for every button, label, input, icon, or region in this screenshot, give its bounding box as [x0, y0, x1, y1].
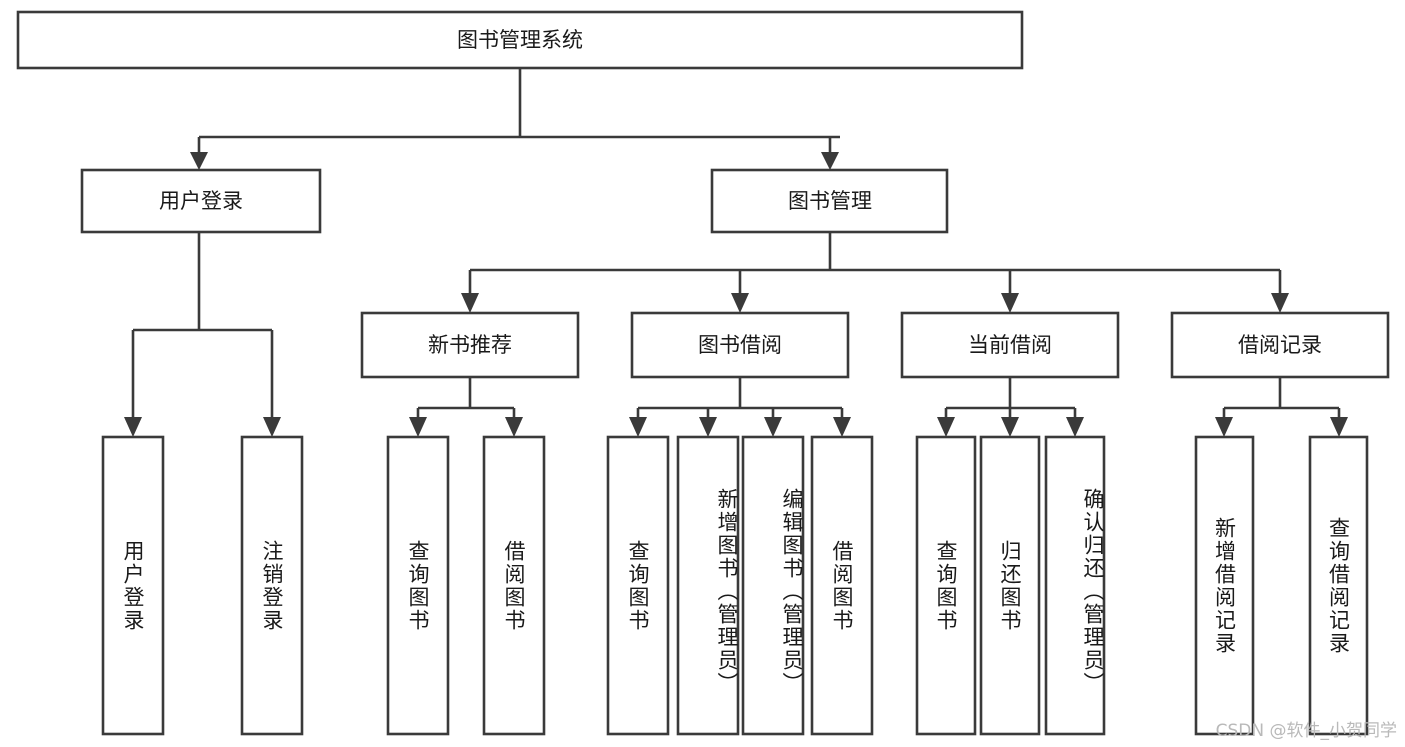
arrow-head-current-borrow-leaf-1 — [937, 417, 955, 437]
connector-group — [124, 68, 1348, 437]
arrow-head-current-borrow-leaf-2 — [1001, 417, 1019, 437]
arrow-head-user-login — [190, 152, 208, 170]
arrow-head-book-borrow-leaf-2 — [699, 417, 717, 437]
arrow-head-level3-3 — [1001, 293, 1019, 313]
node-label-new-book: 新书推荐 — [428, 333, 512, 357]
node-label-borrow-record: 借阅记录 — [1238, 333, 1322, 357]
arrow-head-user-login-leaf-1 — [124, 417, 142, 437]
node-box-leaf-user-login-2[interactable] — [240, 435, 304, 736]
watermark-text: CSDN @软件_小贺同学 — [1215, 721, 1397, 741]
node-box-group — [16, 10, 1390, 736]
node-box-leaf-book-borrow-4[interactable] — [810, 435, 874, 736]
node-box-book-borrow[interactable] — [630, 311, 850, 379]
arrow-head-user-login-leaf-2 — [263, 417, 281, 437]
arrow-head-borrow-record-leaf-2 — [1330, 417, 1348, 437]
node-label-user-login: 用户登录 — [159, 189, 243, 213]
node-box-leaf-current-borrow-1[interactable] — [915, 435, 977, 736]
node-box-current-borrow[interactable] — [900, 311, 1120, 379]
node-box-leaf-book-borrow-1[interactable] — [606, 435, 670, 736]
arrow-head-new-book-leaf-2 — [505, 417, 523, 437]
arrow-head-level3-4 — [1271, 293, 1289, 313]
node-box-new-book[interactable] — [360, 311, 580, 379]
node-box-leaf-current-borrow-3[interactable] — [1044, 435, 1106, 736]
node-box-leaf-borrow-record-1[interactable] — [1194, 435, 1255, 736]
arrow-head-book-borrow-leaf-3 — [764, 417, 782, 437]
arrow-head-level3-1 — [461, 293, 479, 313]
arrow-head-new-book-leaf-1 — [409, 417, 427, 437]
arrow-head-book-borrow-leaf-1 — [629, 417, 647, 437]
node-box-leaf-user-login-1[interactable] — [101, 435, 165, 736]
node-box-user-login[interactable] — [80, 168, 322, 234]
node-box-leaf-new-book-1[interactable] — [386, 435, 450, 736]
node-box-leaf-new-book-2[interactable] — [482, 435, 546, 736]
arrow-head-current-borrow-leaf-3 — [1066, 417, 1084, 437]
node-label-book-manage: 图书管理 — [788, 189, 872, 213]
arrow-head-borrow-record-leaf-1 — [1215, 417, 1233, 437]
node-box-borrow-record[interactable] — [1170, 311, 1390, 379]
arrow-head-book-borrow-leaf-4 — [833, 417, 851, 437]
node-box-leaf-book-borrow-3[interactable] — [741, 435, 805, 736]
node-box-leaf-borrow-record-2[interactable] — [1308, 435, 1369, 736]
arrow-head-book-manage — [821, 152, 839, 170]
node-box-leaf-current-borrow-2[interactable] — [979, 435, 1041, 736]
node-box-book-manage[interactable] — [710, 168, 949, 234]
node-box-leaf-book-borrow-2[interactable] — [676, 435, 740, 736]
node-label-root: 图书管理系统 — [457, 28, 583, 52]
node-label-group: 图书管理系统 用户登录 图书管理 新书推荐 图书借阅 当前借阅 借阅记录 — [159, 28, 1322, 357]
arrow-head-level3-2 — [731, 293, 749, 313]
node-box-root[interactable] — [16, 10, 1024, 70]
node-label-current-borrow: 当前借阅 — [968, 333, 1052, 357]
node-label-book-borrow: 图书借阅 — [698, 333, 782, 357]
